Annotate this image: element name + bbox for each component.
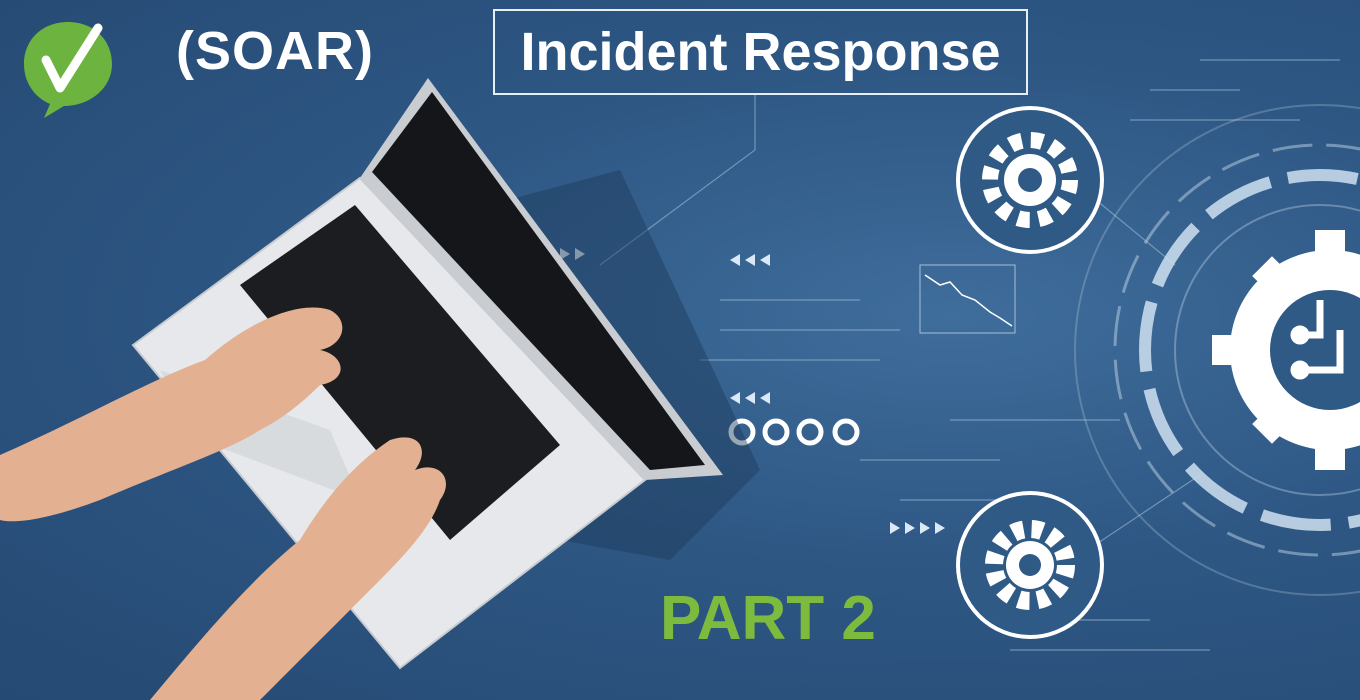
status-rings <box>728 418 860 446</box>
green-checkmark-speech-bubble-icon <box>24 22 112 118</box>
gear-icon <box>956 106 1104 254</box>
part-label: PART 2 <box>660 584 876 653</box>
hud-rings <box>1074 104 1360 596</box>
gear-icon <box>956 491 1104 639</box>
page-title: Incident Response <box>520 22 1001 82</box>
arrow-motifs <box>530 248 945 534</box>
acronym-label: (SOAR) <box>176 21 374 81</box>
mini-line-chart <box>919 264 1016 334</box>
hands-typing-illustration <box>0 307 446 700</box>
laptop-icon <box>131 78 723 670</box>
title-frame: Incident Response <box>493 9 1028 95</box>
circuit-gear-icon <box>1212 230 1360 470</box>
